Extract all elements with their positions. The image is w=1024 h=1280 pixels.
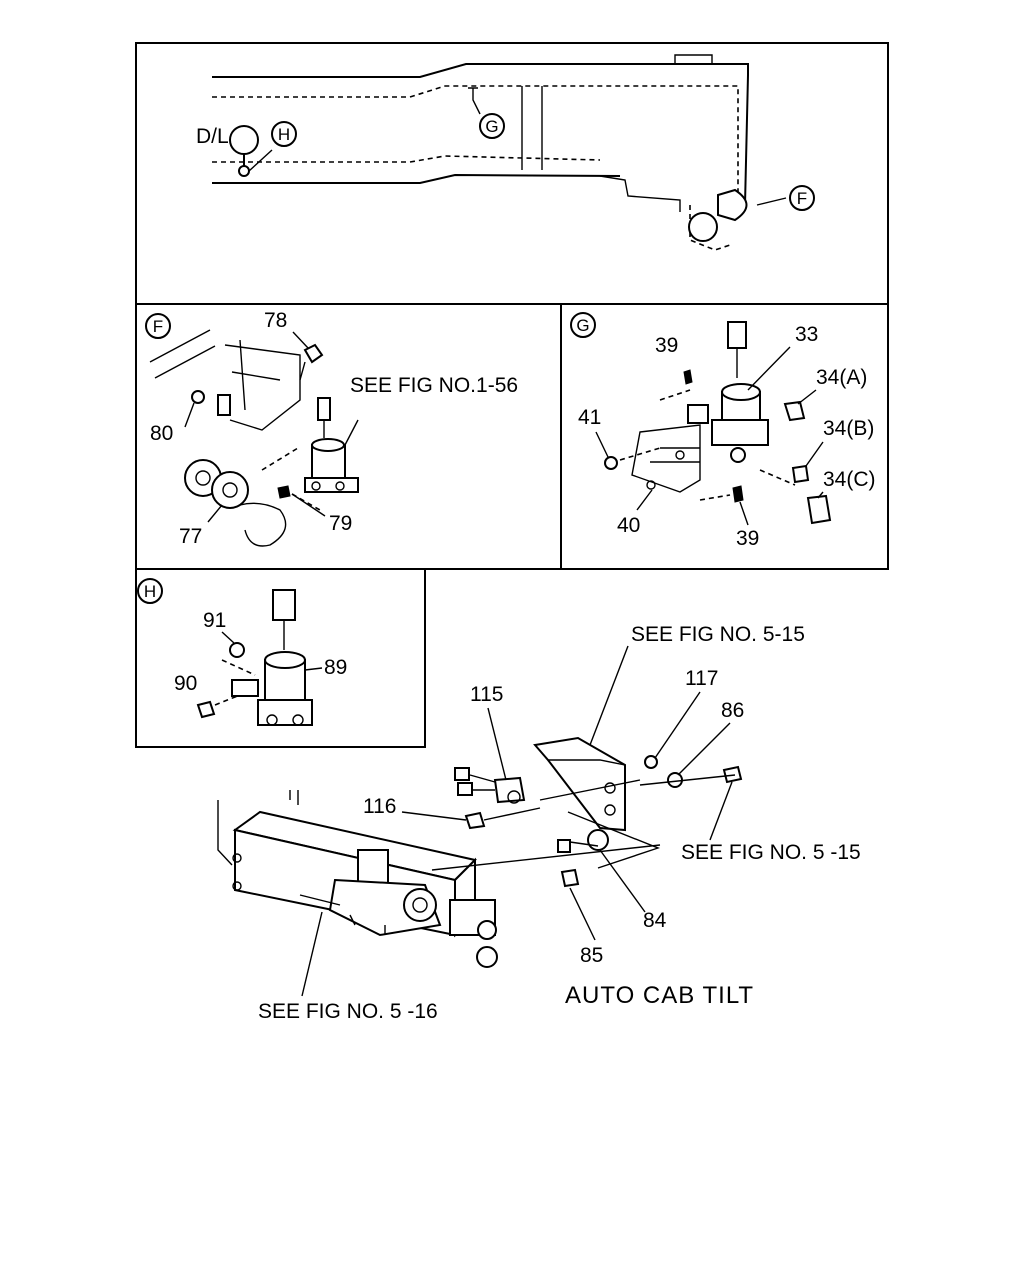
g-connector	[727, 321, 747, 349]
label-89: 89	[324, 656, 347, 679]
cylinder-eye	[476, 946, 498, 968]
panel-h-drawing	[196, 589, 313, 726]
part-78	[303, 343, 324, 364]
dl-valve	[238, 165, 250, 177]
label-g-39-upper: 39	[655, 334, 678, 357]
part-34c	[806, 494, 832, 525]
part-91	[229, 642, 245, 658]
panel-h-letter: H	[144, 582, 156, 601]
h-connector	[272, 589, 296, 621]
part-117	[644, 755, 658, 769]
part-77-right	[211, 471, 249, 509]
label-77: 77	[179, 525, 202, 548]
panel-g-letter: G	[576, 316, 589, 335]
panel-f-drawing	[149, 329, 359, 547]
part-41	[604, 456, 618, 470]
label-see-fig-5-15-top: SEE FIG NO. 5-15	[631, 623, 805, 646]
part-85	[560, 868, 580, 888]
label-see-fig-1-56: SEE FIG NO.1-56	[350, 374, 518, 397]
label-91: 91	[203, 609, 226, 632]
part-84	[587, 829, 609, 851]
label-84: 84	[643, 909, 667, 932]
label-34c: 34(C)	[823, 468, 876, 491]
part-34a	[783, 400, 806, 422]
label-g-39-lower: 39	[736, 527, 759, 550]
caption-auto-cab-tilt: AUTO CAB TILT	[565, 982, 754, 1009]
main-assembly-drawing	[217, 736, 743, 968]
panel-f-callout: F	[145, 313, 171, 339]
panel-g-callout: G	[570, 312, 596, 338]
panel-g-border	[560, 303, 889, 570]
callout-f-letter: F	[797, 189, 807, 208]
label-see-fig-5-15-right: SEE FIG NO. 5 -15	[681, 841, 861, 864]
f-location-valve	[717, 188, 748, 222]
part-90	[196, 700, 216, 719]
part-39-lower	[732, 485, 744, 503]
label-90: 90	[174, 672, 197, 695]
callout-g-letter: G	[485, 117, 498, 136]
label-33: 33	[795, 323, 818, 346]
label-80: 80	[150, 422, 173, 445]
label-79: 79	[329, 512, 352, 535]
label-78: 78	[264, 309, 287, 332]
top-callout-f: F	[789, 185, 815, 211]
label-86: 86	[721, 699, 744, 722]
dl-bulb	[229, 125, 259, 155]
label-34b: 34(B)	[823, 417, 874, 440]
label-40: 40	[617, 514, 640, 537]
f-location-part	[688, 212, 718, 242]
panel-borders	[135, 42, 889, 748]
panel-f-letter: F	[153, 317, 163, 336]
top-callout-h: H	[271, 121, 297, 147]
label-see-fig-5-16: SEE FIG NO. 5 -16	[258, 1000, 438, 1023]
label-116: 116	[363, 795, 396, 818]
label-117: 117	[685, 667, 718, 690]
panel-g-drawing	[604, 321, 832, 525]
panel-h-callout: H	[137, 578, 163, 604]
callout-h-letter: H	[278, 125, 290, 144]
label-115: 115	[470, 683, 503, 706]
part-80	[191, 390, 205, 404]
f-connector	[317, 397, 331, 421]
part-116	[464, 811, 486, 830]
label-41: 41	[578, 406, 601, 429]
chassis-frame-drawing: D/L	[196, 54, 787, 251]
top-callout-g: G	[479, 113, 505, 139]
part-115	[493, 776, 526, 804]
label-34a: 34(A)	[816, 366, 867, 389]
part-34b	[791, 464, 810, 484]
part-39-upper	[683, 369, 693, 385]
part-86	[667, 772, 683, 788]
label-85: 85	[580, 944, 603, 967]
main-leader-lines	[301, 645, 733, 997]
part-79	[277, 485, 291, 499]
panel-h-border	[135, 568, 426, 748]
dl-text: D/L	[196, 125, 229, 148]
